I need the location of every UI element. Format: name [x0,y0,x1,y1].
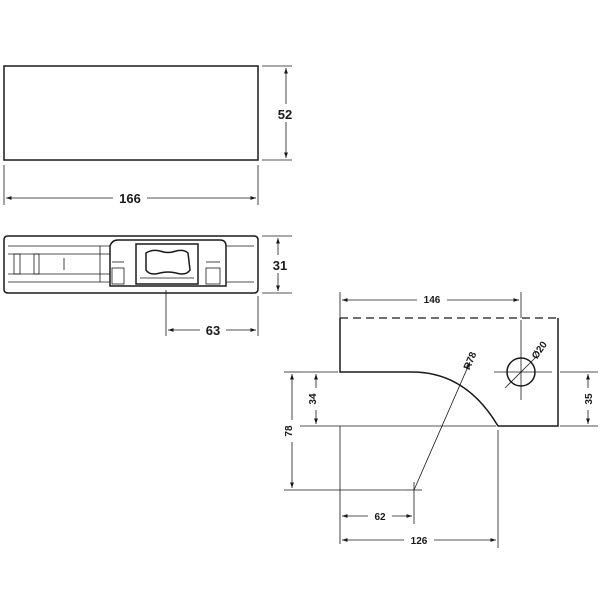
dim-label-126: 126 [411,536,428,547]
dim-label-62: 62 [374,512,386,523]
dim-label-35: 35 [584,393,595,405]
dim-label-r78: R78 [462,350,479,372]
dim-label-146: 146 [424,295,441,306]
dim-label-52: 52 [278,107,292,122]
dim-label-166: 166 [119,191,141,206]
dim-label-34: 34 [308,393,319,405]
dim-label-78: 78 [284,425,295,437]
side-view: 31 63 [3,235,292,338]
top-view-outline [3,65,259,161]
top-view: 52 166 [3,65,297,207]
dim-label-63: 63 [206,323,220,338]
profile-view: Ø20 146 35 R78 34 78 [284,291,598,548]
clamp-knob [145,249,191,275]
side-view-outline [3,235,259,294]
dim-label-d20: Ø20 [530,339,550,361]
dim-label-31: 31 [273,258,287,273]
profile-outline [339,318,559,427]
